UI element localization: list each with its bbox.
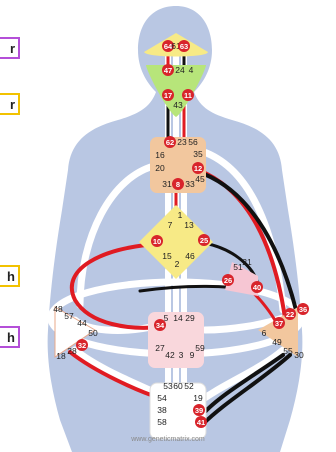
gate-2-label: 2 — [175, 259, 180, 269]
gate-55-label: 55 — [283, 346, 293, 356]
gate-44-label: 44 — [77, 318, 87, 328]
gate-38-label: 38 — [157, 405, 167, 415]
gate-18-label: 18 — [56, 351, 66, 361]
gate-10-label: 10 — [153, 237, 161, 246]
gate-23-label: 23 — [177, 137, 187, 147]
gate-30-label: 30 — [294, 350, 304, 360]
gate-39-label: 39 — [195, 406, 203, 415]
gate-43-label: 43 — [173, 100, 183, 110]
gate-29-label: 29 — [185, 313, 195, 323]
gate-25-label: 25 — [200, 236, 208, 245]
gate-13-label: 13 — [184, 220, 194, 230]
gate-12-label: 12 — [194, 164, 202, 173]
gate-17-label: 17 — [164, 91, 172, 100]
gate-63-label: 63 — [180, 42, 188, 51]
gate-28-label: 28 — [67, 346, 77, 356]
footer-credit: www.geneticmatrix.com — [0, 436, 336, 443]
gate-35-label: 35 — [193, 149, 203, 159]
gate-50-label: 50 — [88, 328, 98, 338]
gate-52-label: 52 — [184, 381, 194, 391]
gate-62-label: 62 — [166, 138, 174, 147]
gate-32-label: 32 — [78, 341, 86, 350]
gate-59-label: 59 — [195, 343, 205, 353]
gate-37-label: 37 — [275, 319, 283, 328]
gate-41-label: 41 — [197, 418, 205, 427]
gate-48-label: 48 — [53, 304, 63, 314]
gate-27-label: 27 — [155, 343, 165, 353]
gate-33-label: 33 — [185, 179, 195, 189]
gate-34-label: 34 — [156, 321, 165, 330]
gate-1-label: 1 — [178, 210, 183, 220]
gate-20-label: 20 — [155, 163, 165, 173]
gate-58-label: 58 — [157, 417, 167, 427]
gate-11-label: 11 — [184, 91, 192, 100]
gate-49-label: 49 — [272, 337, 282, 347]
gate-40-label: 40 — [253, 283, 261, 292]
gate-51-label: 51 — [233, 262, 243, 272]
gate-19-label: 19 — [193, 393, 203, 403]
gate-42-label: 42 — [165, 350, 175, 360]
gate-9-label: 9 — [190, 350, 195, 360]
gate-60-label: 60 — [173, 381, 183, 391]
gate-4-label: 4 — [189, 65, 194, 75]
gate-26-label: 26 — [224, 276, 232, 285]
gate-36-label: 36 — [299, 305, 307, 314]
gate-24-label: 24 — [175, 65, 185, 75]
gate-54-label: 54 — [157, 393, 167, 403]
gate-6-label: 6 — [262, 328, 267, 338]
gate-16-label: 16 — [155, 150, 165, 160]
gate-57-label: 57 — [64, 311, 74, 321]
gate-14-label: 14 — [173, 313, 183, 323]
gate-15-label: 15 — [162, 251, 172, 261]
gate-46-label: 46 — [185, 251, 195, 261]
gate-22-label: 22 — [286, 310, 294, 319]
gate-47-label: 47 — [164, 66, 172, 75]
gate-7-label: 7 — [168, 220, 173, 230]
gate-21-label: 21 — [242, 257, 252, 267]
gate-3-label: 3 — [179, 350, 184, 360]
gate-45-label: 45 — [195, 174, 205, 184]
gate-31-label: 31 — [162, 179, 172, 189]
gate-8-label: 8 — [176, 180, 180, 189]
gate-56-label: 56 — [188, 137, 198, 147]
gate-53-label: 53 — [163, 381, 173, 391]
